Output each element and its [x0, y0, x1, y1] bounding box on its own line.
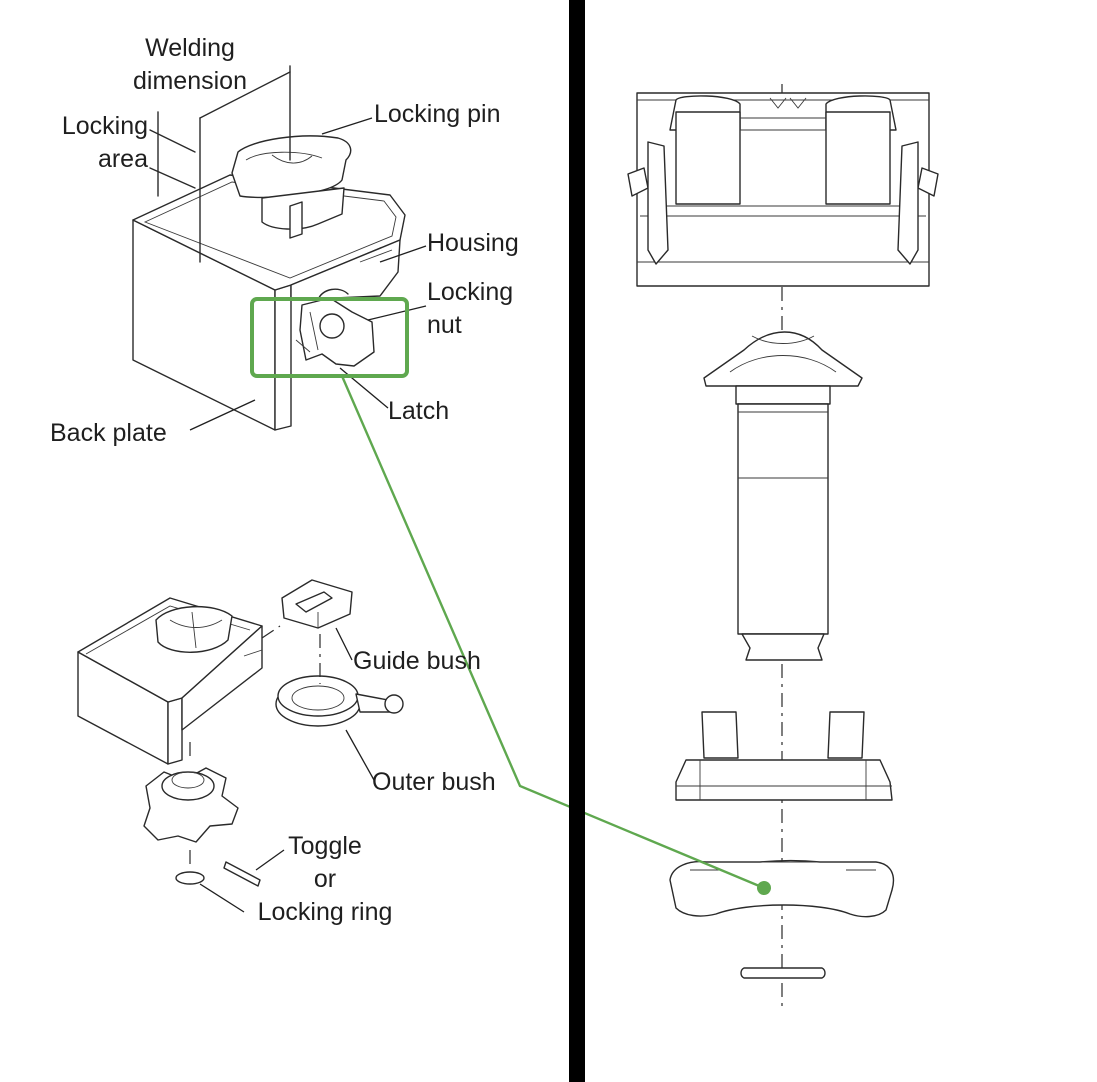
locking-nut-connector-line [340, 375, 765, 890]
label-guide-bush: Guide bush [353, 647, 481, 675]
label-welding-dimension-line: Welding [145, 34, 235, 62]
orthographic-exploded-view [627, 84, 939, 1010]
guide-bush-section [675, 711, 893, 801]
label-toggle-or-locking-ring-line: or [313, 865, 337, 893]
locking-nut-section [669, 859, 895, 918]
leader-lines-top [189, 117, 427, 431]
label-locking-nut-line: Locking [427, 278, 514, 306]
label-toggle-or-locking-ring-line: Locking ring [257, 898, 393, 926]
label-locking-area-line: area [97, 145, 148, 173]
locking-pin-section [703, 331, 863, 661]
housing-section [627, 92, 939, 287]
label-locking-nut: Locking nut [427, 276, 513, 342]
label-housing: Housing [427, 229, 519, 257]
locking-ring-section [740, 967, 826, 979]
exploded-housing-isometric [77, 579, 404, 887]
label-latch: Latch [388, 397, 450, 425]
highlight-group [250, 297, 771, 895]
panel-divider [569, 0, 585, 1082]
locking-nut-target-dot [757, 881, 771, 895]
label-locking-pin: Locking pin [374, 100, 501, 128]
assembled-housing-isometric [132, 65, 406, 431]
leader-lines-bottom [199, 627, 375, 913]
label-locking-area-line: Locking [61, 112, 148, 140]
locking-nut-highlight-box [250, 297, 409, 378]
label-welding-dimension-line: dimension [133, 67, 247, 95]
label-locking-nut-line: nut [427, 311, 462, 339]
label-locking-area: Locking area [20, 110, 148, 176]
label-back-plate: Back plate [50, 419, 167, 447]
label-outer-bush: Outer bush [372, 768, 496, 796]
label-welding-dimension: Welding dimension [100, 32, 280, 98]
label-toggle-or-locking-ring-line: Toggle [288, 832, 362, 860]
